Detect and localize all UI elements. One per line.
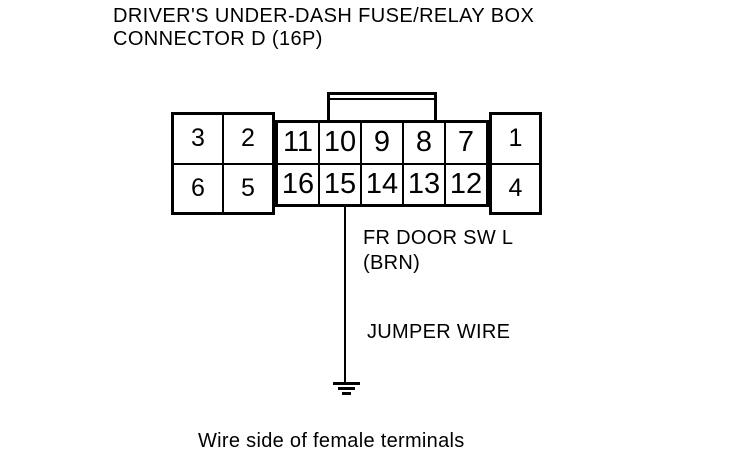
- terminal-cell-10: 10: [320, 123, 360, 163]
- ground-icon-bar-top: [333, 382, 360, 385]
- terminal-cell-2: 2: [224, 115, 272, 163]
- terminal-view-caption: Wire side of female terminals: [198, 430, 465, 452]
- terminal-cell-7: 7: [446, 123, 486, 163]
- diagram-title-line1: DRIVER'S UNDER-DASH FUSE/RELAY BOX: [113, 5, 535, 27]
- terminal-cell-4: 4: [492, 164, 539, 212]
- terminal-cell-11: 11: [278, 123, 318, 163]
- terminal-cell-5: 5: [224, 164, 272, 212]
- terminal-cell-1: 1: [492, 115, 539, 163]
- diagram-title: DRIVER'S UNDER-DASH FUSE/RELAY BOX CONNE…: [113, 5, 534, 51]
- terminal-cell-3: 3: [174, 115, 222, 163]
- wire-color-label: (BRN): [363, 252, 421, 274]
- wire-signal-label: FR DOOR SW L: [363, 227, 514, 249]
- terminal-cell-12: 12: [446, 164, 486, 204]
- diagram-title-line2: CONNECTOR D (16P): [113, 28, 323, 50]
- connector-right-block: 1 4: [489, 112, 542, 215]
- connector-middle-block: 11 10 9 8 7 16 15 14 13 12: [275, 120, 489, 207]
- terminal-cell-14: 14: [362, 164, 402, 204]
- terminal-cell-8: 8: [404, 123, 444, 163]
- terminal-cell-9: 9: [362, 123, 402, 163]
- terminal-cell-6: 6: [174, 164, 222, 212]
- jumper-wire-line: [344, 204, 346, 383]
- terminal-cell-16: 16: [278, 164, 318, 204]
- terminal-cell-13: 13: [404, 164, 444, 204]
- connector-key-tab-line: [330, 98, 434, 100]
- jumper-wire-label: JUMPER WIRE: [367, 321, 511, 343]
- ground-icon-bar-middle: [338, 387, 355, 390]
- ground-icon-bar-bottom: [342, 392, 351, 395]
- terminal-cell-15: 15: [320, 164, 360, 204]
- connector-key-tab: [327, 92, 437, 123]
- connector-left-block: 3 2 6 5: [171, 112, 275, 215]
